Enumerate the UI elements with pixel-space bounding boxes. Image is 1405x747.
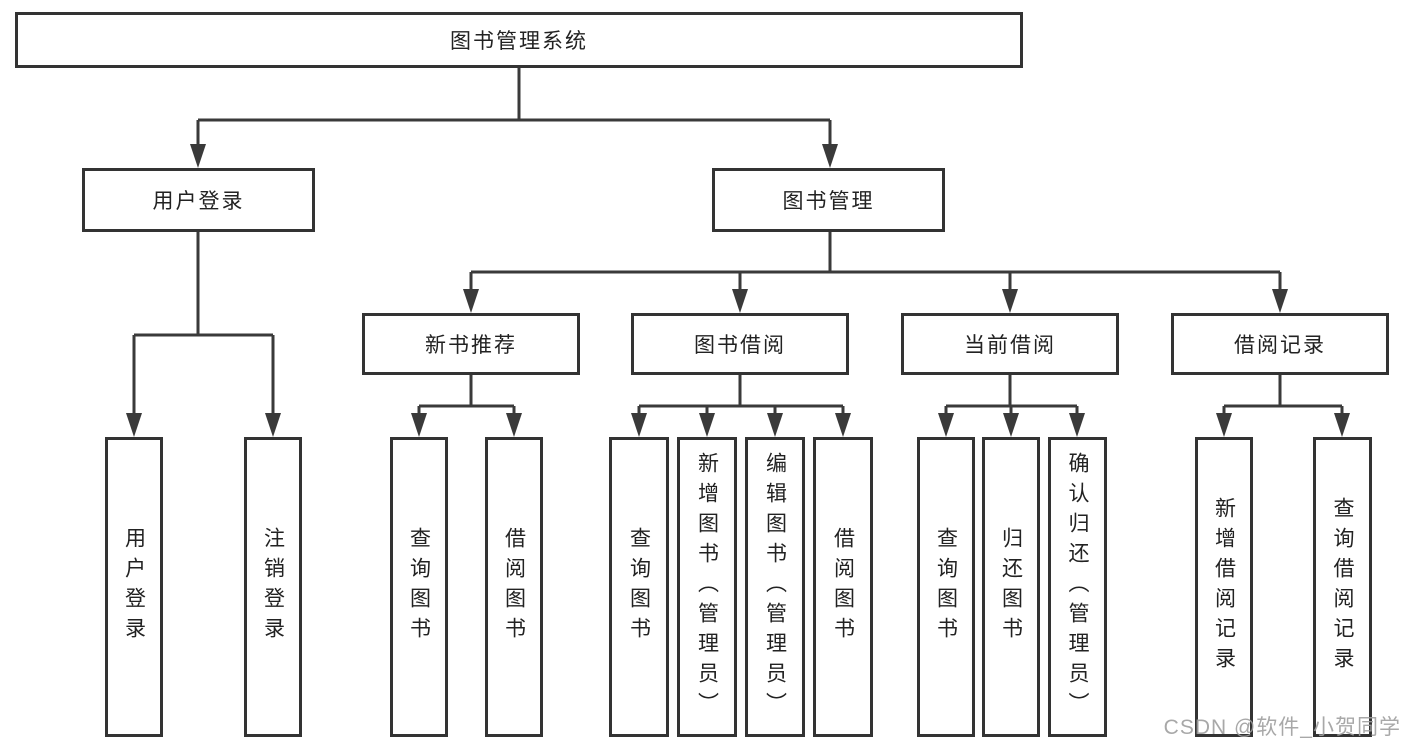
leaf-add-book-admin: 新增图书（管理员） <box>677 437 737 737</box>
leaf-borrow-books-recommend: 借阅图书 <box>485 437 543 737</box>
leaf-add-borrow-record: 新增借阅记录 <box>1195 437 1253 737</box>
node-label: 图书管理系统 <box>450 30 588 53</box>
node-label: 当前借阅 <box>964 334 1056 357</box>
leaf-logout: 注销登录 <box>244 437 302 737</box>
node-label: 查询图书 <box>934 527 958 647</box>
node-current-borrowing: 当前借阅 <box>901 313 1119 375</box>
node-label: 借阅记录 <box>1234 334 1326 357</box>
leaf-confirm-return-admin: 确认归还（管理员） <box>1048 437 1107 737</box>
node-borrowing-records: 借阅记录 <box>1171 313 1389 375</box>
node-label: 归还图书 <box>999 527 1023 647</box>
leaf-user-login: 用户登录 <box>105 437 163 737</box>
node-label: 新书推荐 <box>425 334 517 357</box>
leaf-return-books: 归还图书 <box>982 437 1040 737</box>
node-label: 借阅图书 <box>502 527 526 647</box>
node-label: 图书借阅 <box>694 334 786 357</box>
leaf-query-books-current: 查询图书 <box>917 437 975 737</box>
node-book-borrowing: 图书借阅 <box>631 313 849 375</box>
node-book-management: 图书管理 <box>712 168 945 232</box>
watermark-text: CSDN @软件_小贺同学 <box>1163 716 1401 739</box>
node-label: 查询图书 <box>407 527 431 647</box>
leaf-borrow-books-borrowing: 借阅图书 <box>813 437 873 737</box>
node-library-management-system: 图书管理系统 <box>15 12 1023 68</box>
leaf-query-books-recommend: 查询图书 <box>390 437 448 737</box>
node-label: 新增借阅记录 <box>1212 497 1236 677</box>
node-user-login: 用户登录 <box>82 168 315 232</box>
node-label: 借阅图书 <box>831 527 855 647</box>
leaf-query-borrow-record: 查询借阅记录 <box>1313 437 1372 737</box>
node-label: 用户登录 <box>152 190 245 213</box>
node-label: 图书管理 <box>782 190 875 213</box>
node-label: 查询图书 <box>627 527 651 647</box>
node-label: 注销登录 <box>261 527 285 647</box>
node-label: 确认归还（管理员） <box>1066 452 1089 722</box>
node-new-book-recommendation: 新书推荐 <box>362 313 580 375</box>
node-label: 查询借阅记录 <box>1331 497 1354 677</box>
node-label: 编辑图书（管理员） <box>763 452 787 722</box>
node-label: 新增图书（管理员） <box>695 452 719 722</box>
node-label: 用户登录 <box>122 527 146 647</box>
leaf-edit-book-admin: 编辑图书（管理员） <box>745 437 805 737</box>
leaf-query-books-borrowing: 查询图书 <box>609 437 669 737</box>
